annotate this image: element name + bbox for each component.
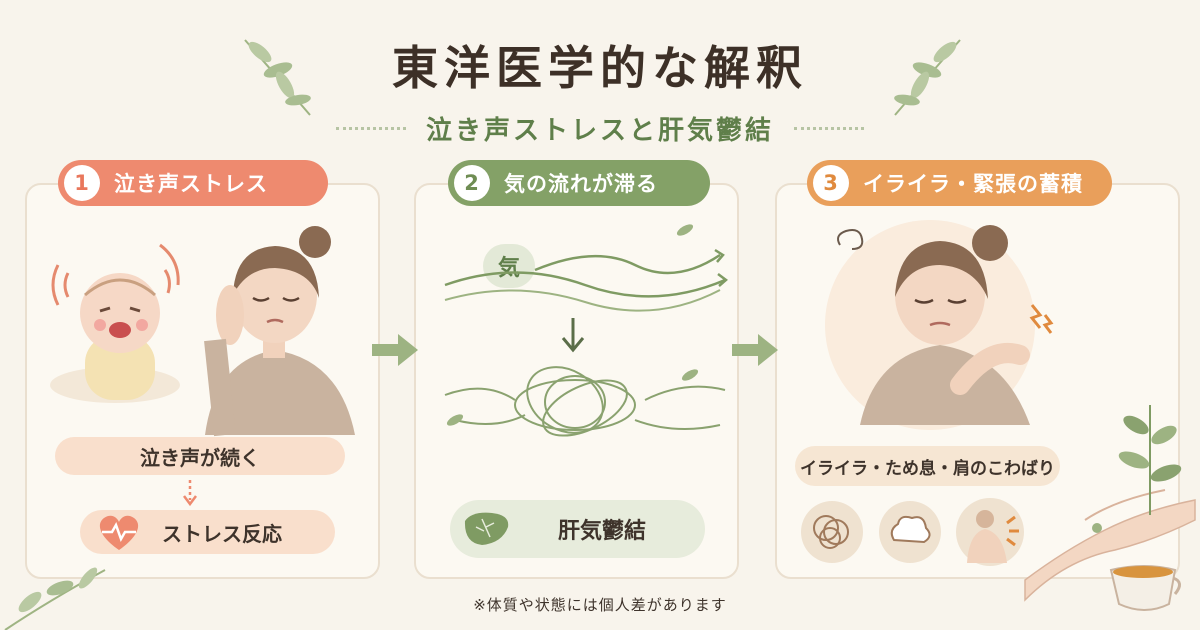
step1-caption: 泣き声が続く — [55, 437, 345, 475]
arrow-right-icon — [372, 334, 418, 366]
leaf-branch-bottom-left-icon — [4, 567, 106, 630]
step3-label: イライラ・緊張の蓄積 — [863, 172, 1083, 196]
page-title: 東洋医学的な解釈 — [392, 41, 808, 95]
stressed-mother-illustration — [204, 226, 355, 437]
tea-cup-icon — [1109, 565, 1181, 611]
acupressure-hand-illustration — [1024, 489, 1196, 602]
leaf-branch-right-icon — [894, 39, 961, 116]
step3-caption: イライラ・ため息・肩のこわばり — [795, 446, 1060, 486]
subtitle-row: 泣き声ストレスと肝気鬱結 — [0, 110, 1200, 147]
step2-header: 2 気の流れが滞る — [448, 160, 710, 206]
step2-label: 気の流れが滞る — [504, 172, 658, 196]
step2-number: 2 — [454, 165, 490, 201]
sigh-icon — [879, 501, 941, 563]
step2-result-label: 肝気鬱結 — [558, 519, 647, 544]
step3-header: 3 イライラ・緊張の蓄積 — [807, 160, 1112, 206]
leaf-branch-left-icon — [244, 39, 311, 116]
qi-badge: 気 — [483, 244, 535, 288]
step1-result-label: ストレス反応 — [162, 521, 282, 546]
shoulder-icon — [956, 498, 1024, 566]
heart-pulse-icon — [99, 515, 139, 550]
arrow-right-icon-2 — [732, 334, 778, 366]
step1-header: 1 泣き声ストレス — [58, 160, 328, 206]
step1-label: 泣き声ストレス — [114, 172, 268, 196]
footnote: ※体質や状態には個人差があります — [473, 596, 727, 614]
leaf-plant-right-icon — [1118, 405, 1182, 515]
divider-dots-left — [335, 127, 406, 130]
step2-result: 肝気鬱結 — [450, 500, 705, 558]
tangle-icon — [801, 501, 863, 563]
crying-baby-illustration — [50, 243, 180, 403]
step3-number: 3 — [813, 165, 849, 201]
divider-dots-right — [794, 127, 864, 130]
qi-flow-illustration — [444, 224, 728, 437]
step1-result: ストレス反応 — [80, 510, 335, 554]
tense-woman-illustration — [825, 220, 1054, 430]
liver-icon — [464, 512, 509, 545]
down-dotted-arrow-icon — [183, 480, 197, 507]
step1-number: 1 — [64, 165, 100, 201]
page-subtitle: 泣き声ストレスと肝気鬱結 — [425, 116, 774, 146]
